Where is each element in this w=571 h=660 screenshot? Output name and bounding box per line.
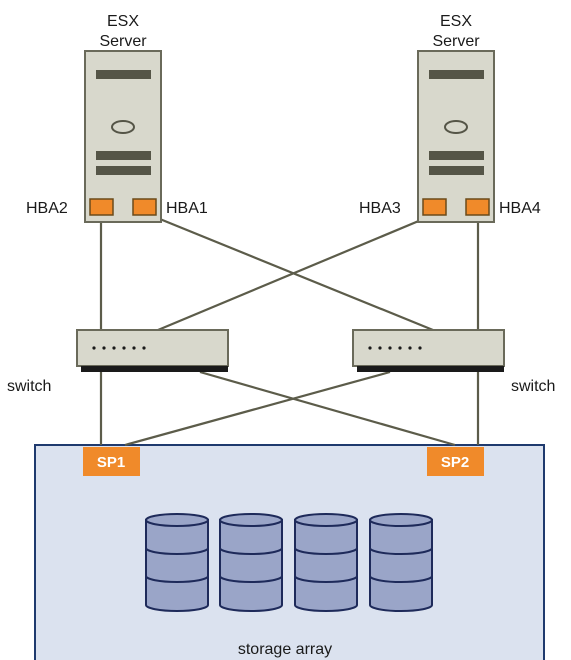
storage-array-label: storage array	[238, 641, 332, 658]
storage-array-box	[34, 444, 545, 660]
hba2-port	[89, 198, 114, 216]
server-1-bay-top	[96, 70, 151, 79]
server-2-chassis	[417, 50, 495, 223]
link-switch2-sp1	[124, 370, 391, 447]
link-hba3-switch1	[157, 213, 434, 332]
sp2: SP2	[427, 447, 484, 476]
disk-icon	[219, 513, 283, 612]
disk-icon	[145, 513, 209, 612]
switch-1-label: switch	[7, 378, 51, 395]
esx-server-1: ESX Server HBA2 HBA1	[26, 13, 208, 223]
sp1-box	[83, 447, 140, 476]
switch-2-base	[357, 366, 504, 372]
disk-group	[145, 513, 433, 612]
connection-lines	[99, 213, 480, 447]
server-1-bay-mid2	[96, 166, 151, 175]
link-hba1-switch2	[149, 213, 434, 332]
hba1-label: HBA1	[166, 200, 208, 217]
hba3-label: HBA3	[359, 200, 401, 217]
server-2-bay-top	[429, 70, 484, 79]
hba4-label: HBA4	[499, 200, 541, 217]
server-2-bay-mid2	[429, 166, 484, 175]
sp2-box	[427, 447, 484, 476]
server-2-title-line2: Server	[432, 33, 480, 50]
switch-1: switch	[7, 329, 229, 395]
hba4-port	[465, 198, 490, 216]
server-1-chassis	[84, 50, 162, 223]
switch-2-body	[352, 329, 505, 367]
sp1-label: SP1	[97, 454, 125, 471]
sp1: SP1	[83, 447, 140, 476]
server-1-title-line2: Server	[99, 33, 147, 50]
server-2-title-line1: ESX	[440, 13, 472, 30]
hba1-port	[132, 198, 157, 216]
sp2-label: SP2	[441, 454, 469, 471]
server-1-title-line1: ESX	[107, 13, 139, 30]
hba2-label: HBA2	[26, 200, 68, 217]
server-2-bay-mid1	[429, 151, 484, 160]
switch-1-ports-icon	[92, 346, 146, 350]
server-1-led-icon	[111, 120, 135, 134]
switch-2: switch	[352, 329, 555, 395]
switch-1-body	[76, 329, 229, 367]
switch-1-base	[81, 366, 228, 372]
disk-icon	[369, 513, 433, 612]
hba3-port	[422, 198, 447, 216]
disk-icon	[294, 513, 358, 612]
server-1-bay-mid1	[96, 151, 151, 160]
switch-2-ports-icon	[368, 346, 422, 350]
link-switch1-sp2	[199, 370, 456, 447]
server-2-led-icon	[444, 120, 468, 134]
esx-server-2: ESX Server HBA3 HBA4	[359, 13, 541, 223]
switch-2-label: switch	[511, 378, 555, 395]
